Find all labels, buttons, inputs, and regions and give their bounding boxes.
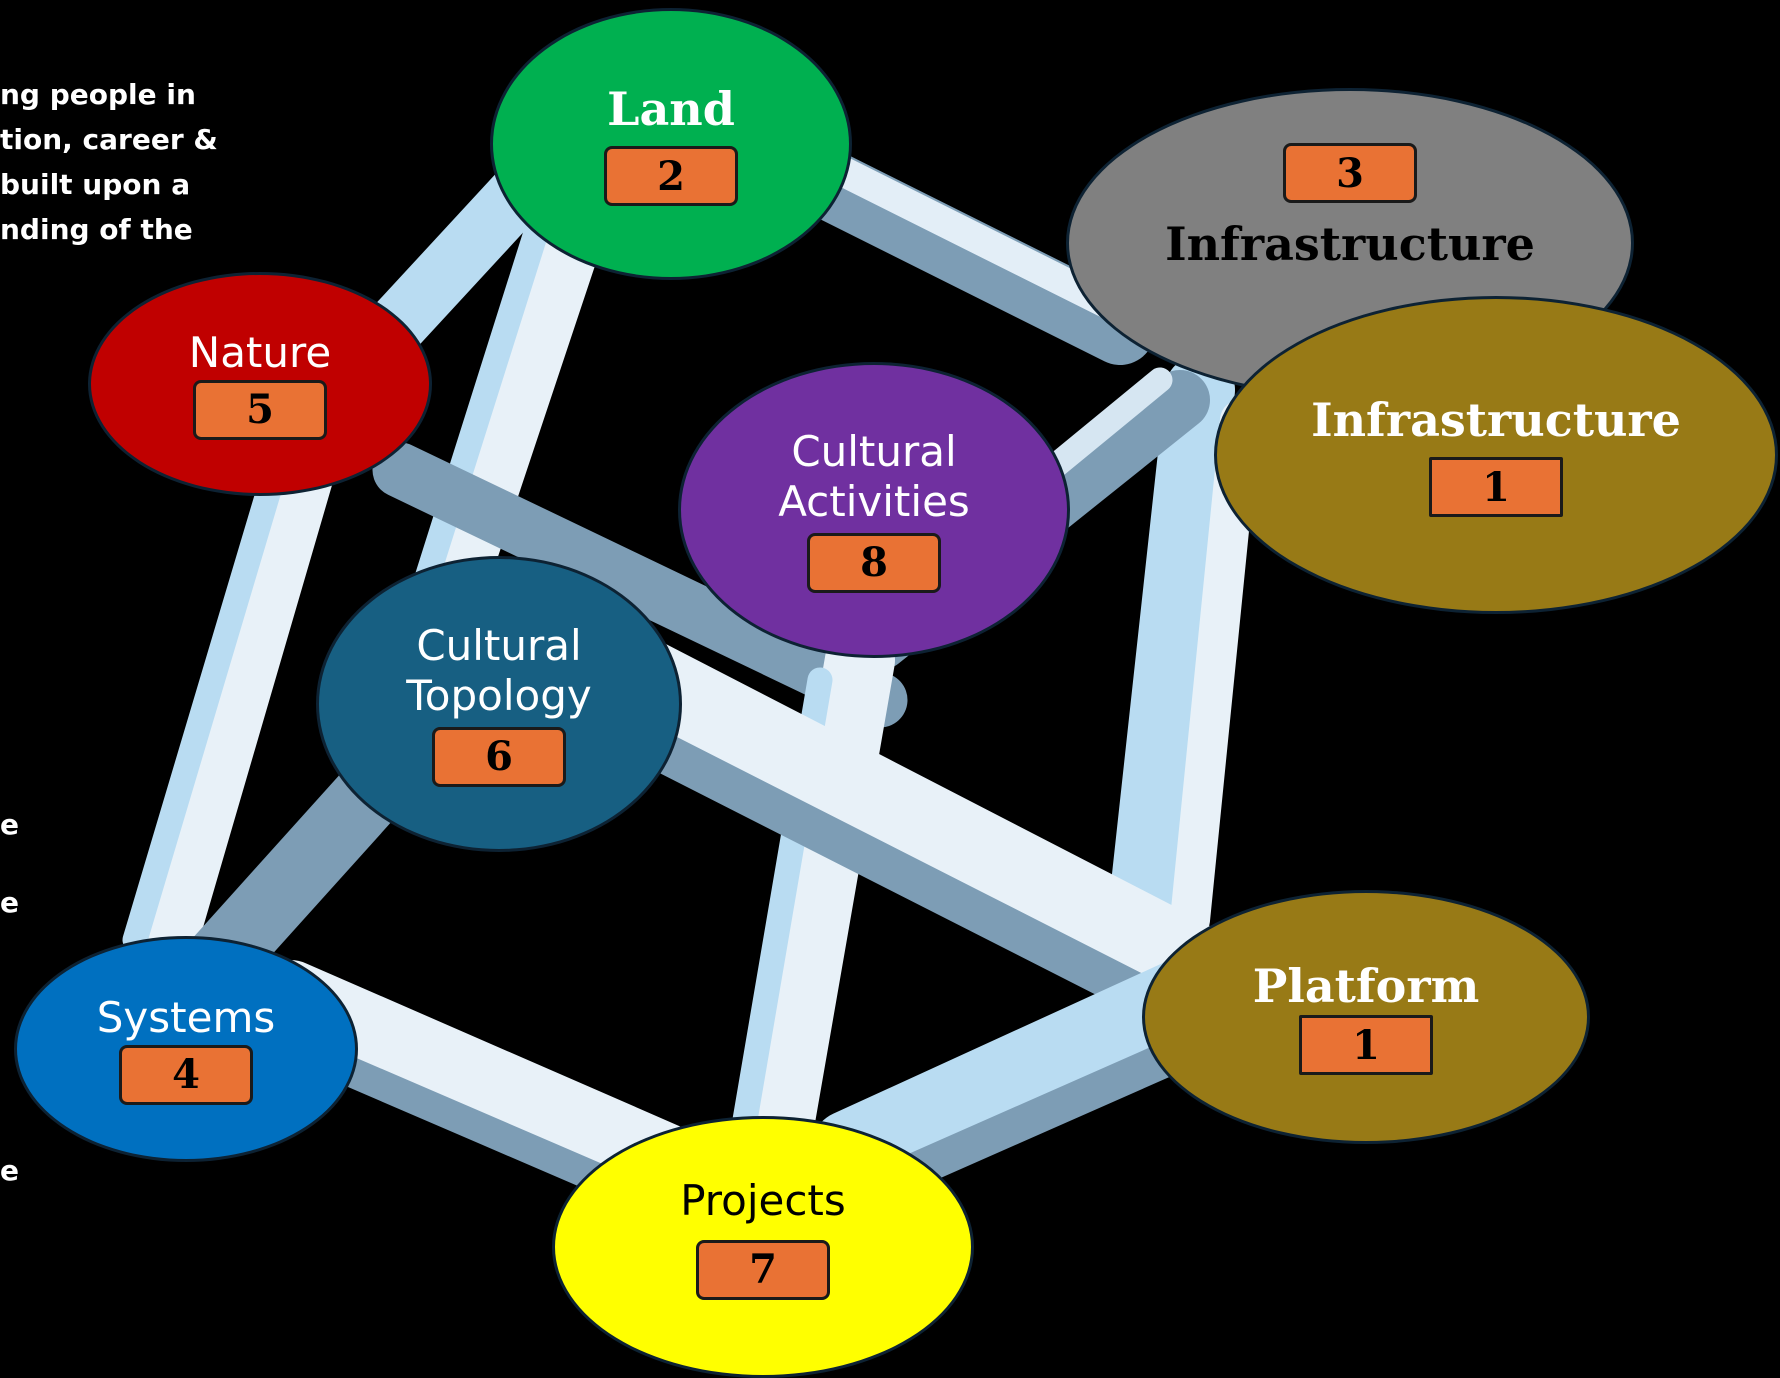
beam-land-topology-edge [407, 207, 553, 613]
node-projects[interactable]: Projects 7 [552, 1116, 974, 1378]
node-cultural-topology[interactable]: Cultural Topology 6 [316, 556, 682, 852]
text-fragment: e [0, 886, 19, 919]
node-badge: 6 [432, 726, 566, 787]
text-fragment: e [0, 808, 19, 841]
beam-nature-activities [372, 442, 908, 728]
node-platform[interactable]: Platform 1 [1142, 890, 1590, 1144]
intro-line: tion, career & [0, 123, 218, 156]
node-label-line: Cultural [416, 621, 582, 671]
beam-left-vertical-edge [122, 457, 288, 953]
node-nature[interactable]: Nature 5 [88, 272, 432, 496]
node-badge: 4 [119, 1044, 253, 1105]
node-badge: 1 [1429, 457, 1563, 518]
beam-left-vertical [125, 435, 335, 985]
node-label: Land [607, 81, 735, 136]
node-label: Infrastructure [1311, 392, 1681, 447]
node-label: Systems [96, 993, 276, 1043]
node-badge: 5 [193, 379, 327, 440]
node-land[interactable]: Land 2 [490, 8, 852, 280]
intro-line: ng people in [0, 78, 196, 111]
text-fragment: e [0, 1154, 19, 1187]
node-label-line: Topology [406, 671, 592, 720]
node-label: Projects [680, 1176, 846, 1226]
node-label-line: Activities [778, 477, 970, 526]
node-label-line: Cultural [791, 427, 957, 477]
beam-right-vertical [1105, 355, 1235, 975]
node-badge: 8 [807, 532, 941, 593]
node-label: Nature [188, 328, 332, 378]
beam-land-topology [405, 165, 615, 655]
intro-text: ng people in tion, career & built upon a… [0, 72, 260, 252]
node-badge: 1 [1299, 1015, 1433, 1076]
beam-projects-platform [810, 950, 1240, 1190]
node-label: Infrastructure [1165, 217, 1535, 271]
intro-line: nding of the [0, 213, 193, 246]
node-cultural-activities[interactable]: Cultural Activities 8 [678, 362, 1070, 658]
node-badge: 2 [604, 146, 738, 207]
node-infrastructure-right[interactable]: Infrastructure 1 [1214, 296, 1778, 614]
node-badge: 3 [1283, 143, 1417, 203]
intro-line: built upon a [0, 168, 191, 201]
node-label: Platform [1252, 958, 1480, 1013]
node-badge: 7 [696, 1239, 830, 1300]
beam-activities-projects [745, 625, 895, 1155]
node-systems[interactable]: Systems 4 [14, 936, 358, 1162]
